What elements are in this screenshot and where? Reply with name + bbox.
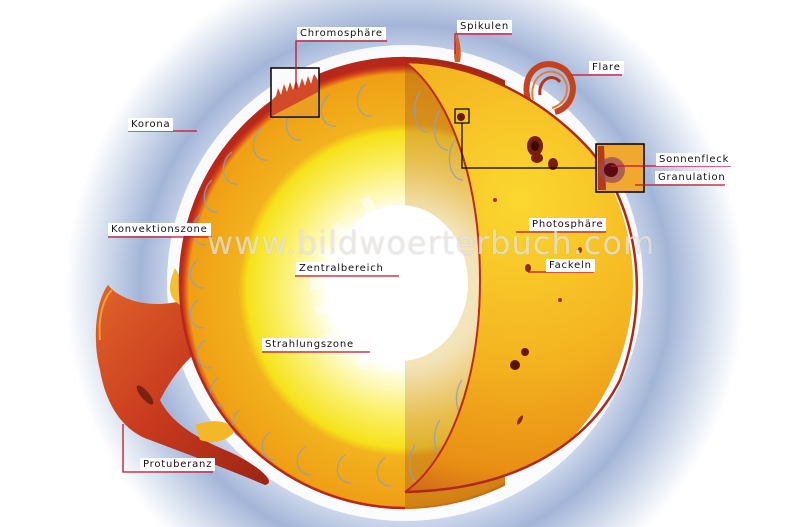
label-konvektionszone: Konvektionszone [108, 223, 211, 236]
sunspot-connector-line [461, 123, 596, 169]
label-korona: Korona [128, 118, 174, 131]
label-fackeln: Fackeln [546, 259, 595, 272]
photosphere-surface [405, 62, 633, 492]
label-zentralbereich: Zentralbereich [296, 262, 387, 275]
flare [523, 61, 576, 115]
label-flare: Flare [589, 61, 624, 74]
label-granulation: Granulation [655, 171, 729, 184]
label-sonnenfleck: Sonnenfleck [656, 153, 733, 166]
core [332, 205, 468, 361]
leader-lines [108, 33, 731, 473]
label-protuberanz: Protuberanz [140, 458, 216, 471]
chromosphere-inset [270, 67, 320, 118]
label-spikulen: Spikulen [457, 20, 512, 33]
spicule [454, 30, 461, 62]
sun-interior [179, 57, 405, 509]
sunspot-inset [595, 143, 645, 193]
prominence [95, 268, 270, 485]
label-chromosphaere: Chromosphäre [297, 27, 386, 40]
label-strahlungszone: Strahlungszone [262, 338, 357, 351]
cut-edge [404, 61, 482, 493]
label-photosphaere: Photosphäre [529, 218, 607, 231]
